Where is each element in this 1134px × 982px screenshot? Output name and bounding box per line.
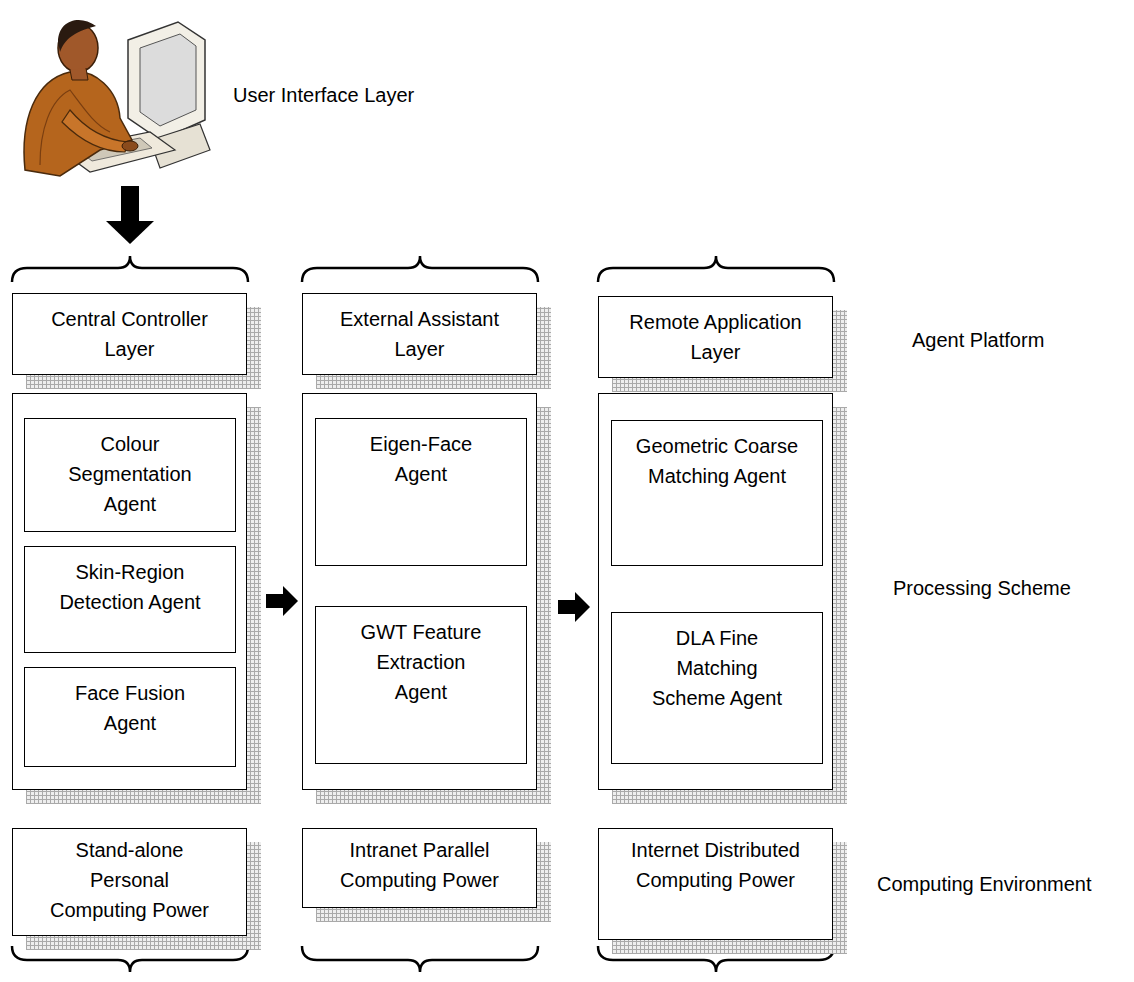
box-label: Skin-Region Detection Agent (40, 557, 220, 617)
box-label: Geometric Coarse Matching Agent (630, 431, 805, 491)
agent-box: DLA Fine Matching Scheme Agent (611, 612, 823, 764)
agent-box: Colour Segmentation Agent (24, 418, 236, 532)
box-label: Intranet Parallel Computing Power (332, 835, 507, 895)
layer-label: Processing Scheme (893, 575, 1071, 601)
box-label: Central Controller Layer (30, 304, 230, 364)
down-arrow (106, 186, 154, 244)
box-label: Colour Segmentation Agent (55, 429, 205, 519)
box-label: Eigen-Face Agent (361, 429, 481, 489)
layer-box: Remote Application Layer (598, 296, 833, 378)
box-label: External Assistant Layer (320, 304, 520, 364)
box-label: Stand-alone Personal Computing Power (45, 835, 215, 925)
box-label: DLA Fine Matching Scheme Agent (647, 623, 787, 713)
layer-box: Central Controller Layer (12, 293, 247, 375)
layer-label: User Interface Layer (233, 82, 414, 108)
computing-box: Intranet Parallel Computing Power (302, 828, 537, 908)
box-label: Face Fusion Agent (65, 678, 195, 738)
agent-box: GWT Feature Extraction Agent (315, 606, 527, 764)
layer-box: External Assistant Layer (302, 293, 537, 375)
box-label: Remote Application Layer (628, 307, 803, 367)
box-label: Internet Distributed Computing Power (613, 835, 818, 895)
box-label: GWT Feature Extraction Agent (354, 617, 489, 707)
agent-box: Eigen-Face Agent (315, 418, 527, 566)
computing-box: Stand-alone Personal Computing Power (12, 828, 247, 936)
user-illustration (24, 20, 210, 176)
agent-box: Skin-Region Detection Agent (24, 546, 236, 653)
computing-box: Internet Distributed Computing Power (598, 828, 833, 940)
layer-label: Agent Platform (912, 327, 1044, 353)
agent-box: Face Fusion Agent (24, 667, 236, 767)
agent-box: Geometric Coarse Matching Agent (611, 420, 823, 566)
brace (12, 256, 834, 972)
layer-label: Computing Environment (877, 871, 1092, 897)
